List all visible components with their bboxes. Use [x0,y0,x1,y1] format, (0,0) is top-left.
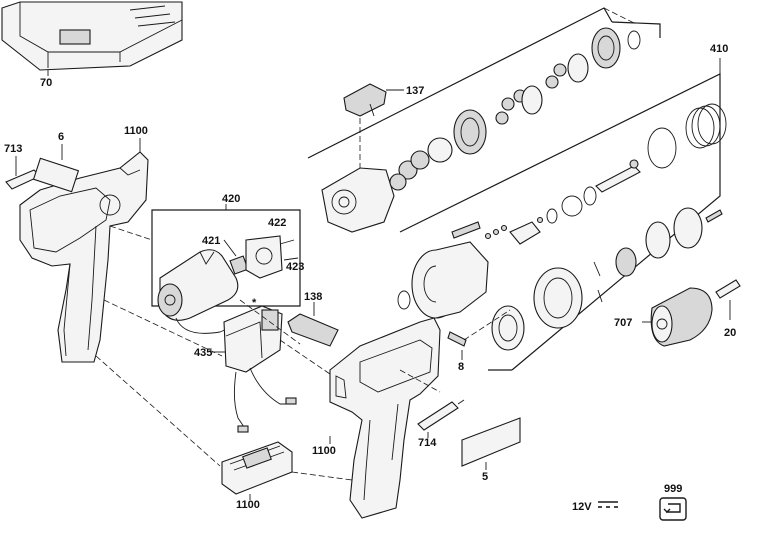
screw-long [451,221,481,239]
screw-8 [447,331,467,347]
o-ring [397,290,411,310]
callout-707: 707 [614,317,632,329]
gear-case [411,241,489,319]
motor-group-frame [151,209,301,307]
housing-right-half [329,317,441,519]
dc-symbol-icon [598,501,618,508]
chuck [650,287,713,347]
battery-pack [221,441,293,495]
gear-housing [321,167,395,233]
callout-5: 5 [482,471,488,483]
pinion-gear [229,255,249,275]
assembly-guide-lines [95,118,511,481]
callout-410: 410 [710,43,728,55]
callout-422: 422 [268,217,286,229]
callout-137: 137 [406,85,424,97]
callout-1100-top: 1100 [124,125,148,137]
screw-small [705,209,723,223]
front-collar [491,305,525,351]
top-ring-gear [591,27,641,69]
service-code-label: 999 [664,483,682,495]
screw-20 [715,279,741,299]
spindle [595,159,641,193]
callout-20: 20 [724,327,736,339]
callout-713: 713 [4,143,22,155]
motor [157,249,239,321]
rubber-pad [287,313,339,347]
motor-wires [175,317,235,334]
planet-gears-stage1 [389,137,453,191]
housing-left-half [19,151,149,363]
callout-1100-bottom: 1100 [236,499,260,511]
clutch-ring [533,267,583,329]
star-marker: * [252,297,257,309]
label-5 [461,417,521,467]
callout-138: 138 [304,291,322,303]
label-plate [32,157,80,193]
switch-wires [233,367,290,431]
callout-8: 8 [458,361,464,373]
spindle-lock [343,83,387,117]
callout-421: 421 [202,235,220,247]
upper-frame-right [611,21,661,38]
callout-420: 420 [222,193,240,205]
trigger-switch [223,305,283,373]
carry-case [1,1,183,71]
spring [685,103,727,149]
ring-gear [453,109,487,155]
callout-435: 435 [194,347,212,359]
service-kit-icon[interactable] [659,497,687,521]
small-parts [484,208,558,240]
callout-6: 6 [58,131,64,143]
callout-70: 70 [40,77,52,89]
voltage-label: 12V [572,501,592,513]
planet-gears-stage2 [495,85,543,125]
adjustment-ring [615,207,703,277]
callout-1100-mid: 1100 [312,445,336,457]
callout-423: 423 [286,261,304,273]
front-group-frame [399,73,721,371]
washer [647,127,677,169]
motor-plate [245,235,283,279]
callout-714: 714 [418,437,437,449]
planet-gears-stage3 [545,53,589,89]
clutch-collar [509,221,541,245]
ball-ring [561,186,597,217]
bit-714 [417,399,465,431]
torque-springs [593,261,603,303]
